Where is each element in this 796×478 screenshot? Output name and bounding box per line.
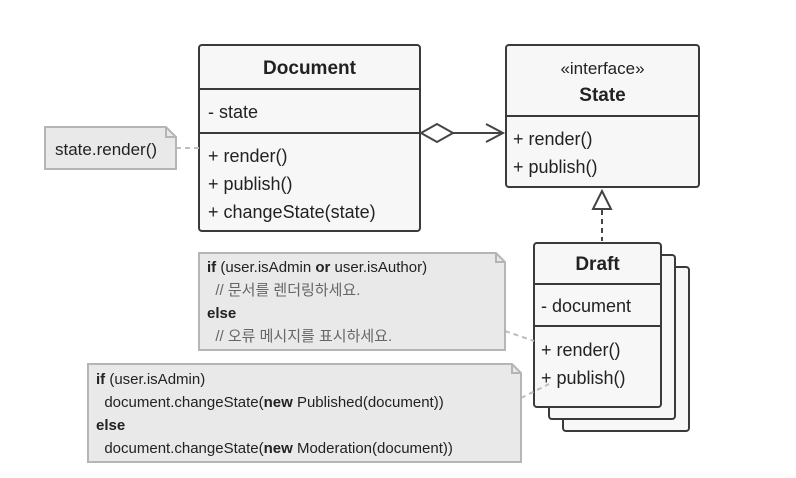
document-method-render: + render() — [208, 146, 288, 166]
note-draft-render-link — [504, 330, 535, 342]
note-draft-publish-line-1: if (user.isAdmin) — [96, 371, 205, 388]
draft-method-publish: + publish() — [541, 368, 626, 388]
note-draft-render-box — [198, 252, 506, 351]
aggregation-arrowhead — [485, 123, 506, 143]
condition-text: user.isAuthor) — [330, 259, 427, 276]
new-keyword: new — [264, 394, 294, 411]
document-class-box — [198, 44, 421, 232]
note-draft-render: if (user.isAdmin or user.isAuthor) // 문서… — [198, 252, 535, 351]
note-document-text: state.render() — [55, 140, 157, 159]
or-keyword: or — [315, 259, 330, 276]
call-text: Moderation(document)) — [293, 440, 453, 457]
note-document-fold — [165, 127, 176, 138]
draft-field-document: - document — [541, 296, 631, 316]
state-interface-name: State — [579, 85, 625, 106]
note-draft-publish-box — [87, 363, 522, 463]
note-draft-render-line-4: // 오류 메시지를 표시하세요. — [207, 328, 392, 345]
condition-text: (user.isAdmin) — [105, 371, 205, 388]
call-text: Published(document)) — [293, 394, 444, 411]
document-field-state: - state — [208, 102, 258, 122]
note-draft-render-fold — [495, 253, 505, 263]
condition-text: (user.isAdmin — [216, 259, 315, 276]
note-draft-publish-line-3: else — [96, 417, 125, 434]
note-document-box — [44, 126, 177, 170]
realization-arrowhead — [591, 188, 613, 210]
new-keyword: new — [264, 440, 294, 457]
aggregation-connector — [418, 122, 506, 144]
call-text: document.changeState( — [96, 394, 264, 411]
draft-method-render: + render() — [541, 340, 621, 360]
state-stereotype: «interface» — [560, 59, 644, 78]
aggregation-diamond — [418, 122, 456, 144]
note-draft-publish-line-4: document.changeState(new Moderation(docu… — [96, 440, 453, 457]
draft-class-stack: Draft - document + render() + publish() — [533, 242, 690, 432]
note-draft-render-line-3: else — [207, 305, 236, 322]
note-draft-publish-line-2: document.changeState(new Published(docum… — [96, 394, 444, 411]
state-method-publish: + publish() — [513, 157, 598, 177]
document-method-changestate: + changeState(state) — [208, 202, 376, 222]
note-document-render: state.render() — [44, 126, 199, 170]
if-keyword: if — [96, 371, 106, 388]
draft-class-name: Draft — [575, 254, 620, 275]
call-text: document.changeState( — [96, 440, 264, 457]
note-draft-render-line-2: // 문서를 렌더링하세요. — [207, 282, 360, 299]
note-draft-publish: if (user.isAdmin) document.changeState(n… — [87, 363, 550, 463]
note-draft-render-line-1: if (user.isAdmin or user.isAuthor) — [207, 259, 427, 276]
state-method-render: + render() — [513, 129, 593, 149]
note-draft-publish-fold — [511, 364, 521, 374]
document-class-name: Document — [263, 58, 357, 79]
realization-connector — [591, 188, 613, 241]
document-method-publish: + publish() — [208, 174, 293, 194]
state-interface: «interface» State + render() + publish() — [505, 44, 700, 188]
if-keyword: if — [207, 259, 217, 276]
document-class: Document - state + render() + publish() … — [198, 44, 421, 232]
